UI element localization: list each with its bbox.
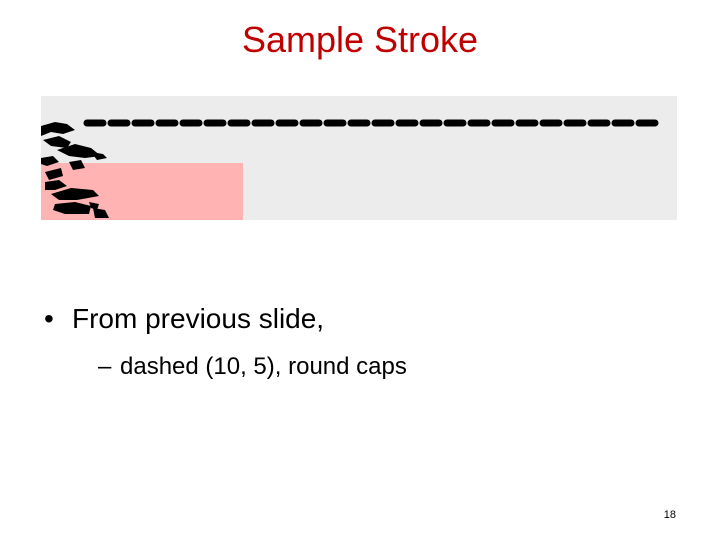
- sub-bullet-text: dashed (10, 5), round caps: [120, 353, 407, 380]
- sub-bullet-symbol: –: [98, 353, 112, 380]
- sample-stroke-figure: [41, 96, 677, 220]
- slide-title: Sample Stroke: [241, 19, 479, 60]
- bullet-symbol: •: [44, 303, 54, 334]
- page-number: 18: [663, 509, 676, 521]
- dashed-stroke-image: [41, 96, 677, 220]
- jagged-stroke-cluster: [41, 122, 109, 218]
- sub-bullet-item: –dashed (10, 5), round caps: [98, 350, 407, 384]
- bullet-item: • From previous slide,: [44, 300, 324, 338]
- bullet-text: From previous slide,: [72, 303, 325, 334]
